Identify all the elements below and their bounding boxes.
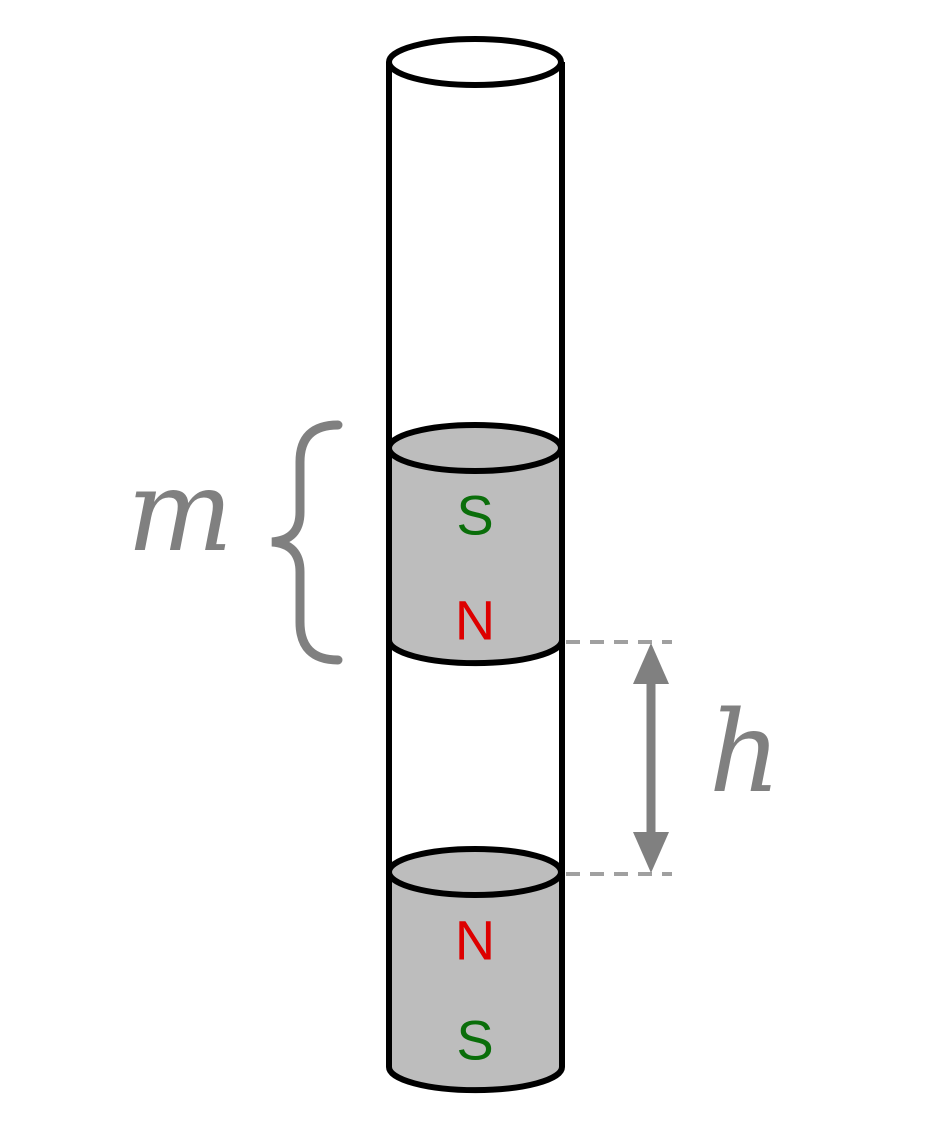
lower-magnet-north-label: N: [455, 909, 495, 972]
upper-magnet: S N: [386, 422, 565, 667]
lower-magnet-south-label: S: [456, 1009, 493, 1072]
lower-magnet-top-face: [386, 846, 564, 898]
height-label: h: [709, 688, 781, 818]
height-annotation: h: [566, 640, 781, 876]
upper-magnet-body: [389, 448, 562, 664]
height-arrow-up-head: [633, 643, 669, 684]
height-arrow-down-head: [633, 832, 669, 873]
lower-magnet-body: [389, 872, 562, 1091]
curly-brace: [271, 420, 343, 665]
upper-magnet-north-label: N: [455, 589, 495, 652]
mass-annotation: m: [127, 420, 343, 665]
lower-magnet: N S: [386, 846, 565, 1094]
lower-magnet-bottom-edge: [386, 1066, 565, 1094]
upper-magnet-top-face: [386, 422, 564, 474]
upper-magnet-south-label: S: [456, 484, 493, 547]
upper-magnet-bottom-edge: [386, 639, 565, 667]
tube-top-opening: [386, 36, 564, 88]
mass-label: m: [127, 447, 233, 577]
